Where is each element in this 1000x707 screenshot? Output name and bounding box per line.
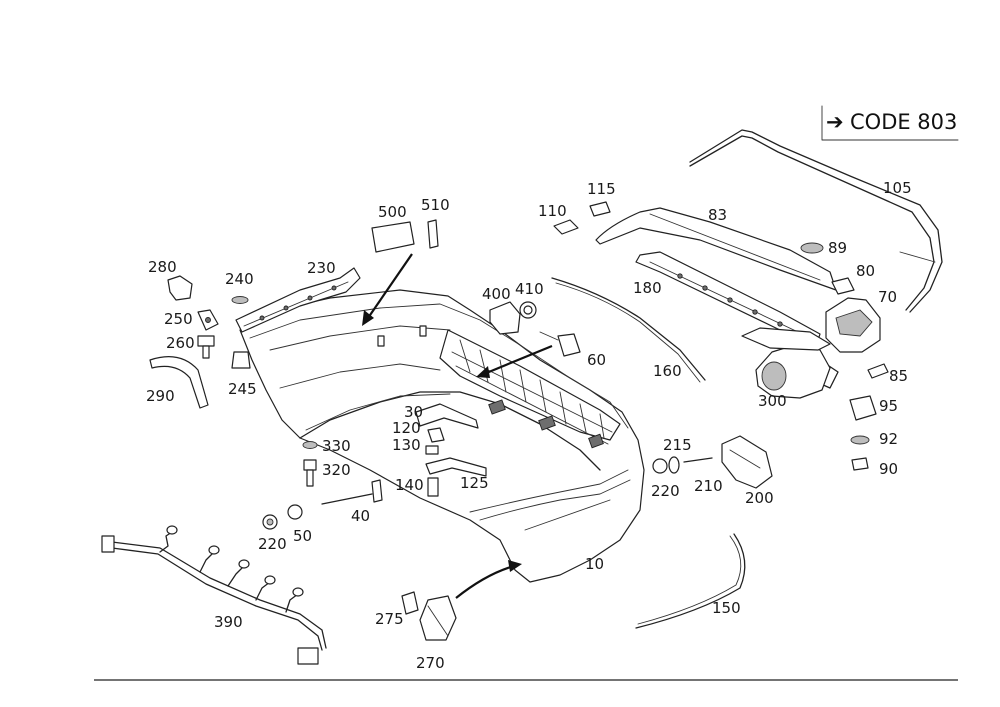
label-510: 510	[421, 196, 450, 214]
part-290-flap	[149, 356, 209, 409]
label-330: 330	[322, 437, 351, 455]
label-60: 60	[587, 351, 606, 369]
label-390: 390	[214, 613, 243, 631]
label-85: 85	[889, 367, 908, 385]
label-120: 120	[392, 419, 421, 437]
brackets-center	[415, 403, 487, 497]
label-140: 140	[395, 476, 424, 494]
label-230: 230	[307, 259, 336, 277]
label-83: 83	[708, 206, 727, 224]
label-410: 410	[515, 280, 544, 298]
code-803-box: ➔ CODE 803	[821, 105, 959, 141]
label-260: 260	[166, 334, 195, 352]
part-500-510	[371, 219, 439, 253]
label-320: 320	[322, 461, 351, 479]
label-130: 130	[392, 436, 421, 454]
parts-89-80	[800, 242, 855, 295]
label-30: 30	[404, 403, 423, 421]
label-240: 240	[225, 270, 254, 288]
label-90: 90	[879, 460, 898, 478]
label-220-left: 220	[258, 535, 287, 553]
code-text: CODE 803	[850, 110, 957, 134]
label-80: 80	[856, 262, 875, 280]
part-150-strip	[635, 533, 746, 629]
part-83-trim-strip	[595, 207, 837, 291]
label-200: 200	[745, 489, 774, 507]
label-300: 300	[758, 392, 787, 410]
label-290: 290	[146, 387, 175, 405]
label-275: 275	[375, 610, 404, 628]
clips-110-115	[553, 201, 611, 235]
sensor-parts	[489, 301, 581, 357]
part-390-harness	[101, 525, 327, 665]
label-180: 180	[633, 279, 662, 297]
label-95: 95	[879, 397, 898, 415]
label-160: 160	[653, 362, 682, 380]
label-270: 270	[416, 654, 445, 672]
label-105: 105	[883, 179, 912, 197]
parts-270-275	[401, 591, 457, 641]
label-250: 250	[164, 310, 193, 328]
fasteners-right	[849, 363, 889, 471]
part-105-diffuser	[689, 129, 943, 313]
part-70-bracket	[811, 297, 881, 389]
label-210: 210	[694, 477, 723, 495]
code-arrow-icon: ➔	[826, 110, 844, 134]
part-230-strip	[235, 267, 361, 333]
label-115: 115	[587, 180, 616, 198]
label-50: 50	[293, 527, 312, 545]
label-150: 150	[712, 599, 741, 617]
label-215: 215	[663, 436, 692, 454]
part-160-strip	[551, 277, 706, 383]
label-10: 10	[585, 555, 604, 573]
leader-arrows	[362, 253, 553, 599]
label-89: 89	[828, 239, 847, 257]
part-300-housing	[741, 327, 831, 399]
fasteners-center	[262, 441, 383, 530]
part-number-labels: 10 30 40 50 60 70 80 83 85 89 90 92 95 1…	[146, 179, 912, 672]
label-245: 245	[228, 380, 257, 398]
parts-200-220	[652, 435, 773, 489]
label-70: 70	[878, 288, 897, 306]
label-500: 500	[378, 203, 407, 221]
label-92: 92	[879, 430, 898, 448]
small-parts-left	[167, 275, 251, 369]
label-400: 400	[482, 285, 511, 303]
label-280: 280	[148, 258, 177, 276]
label-110: 110	[538, 202, 567, 220]
label-220-right: 220	[651, 482, 680, 500]
label-125: 125	[460, 474, 489, 492]
label-40: 40	[351, 507, 370, 525]
